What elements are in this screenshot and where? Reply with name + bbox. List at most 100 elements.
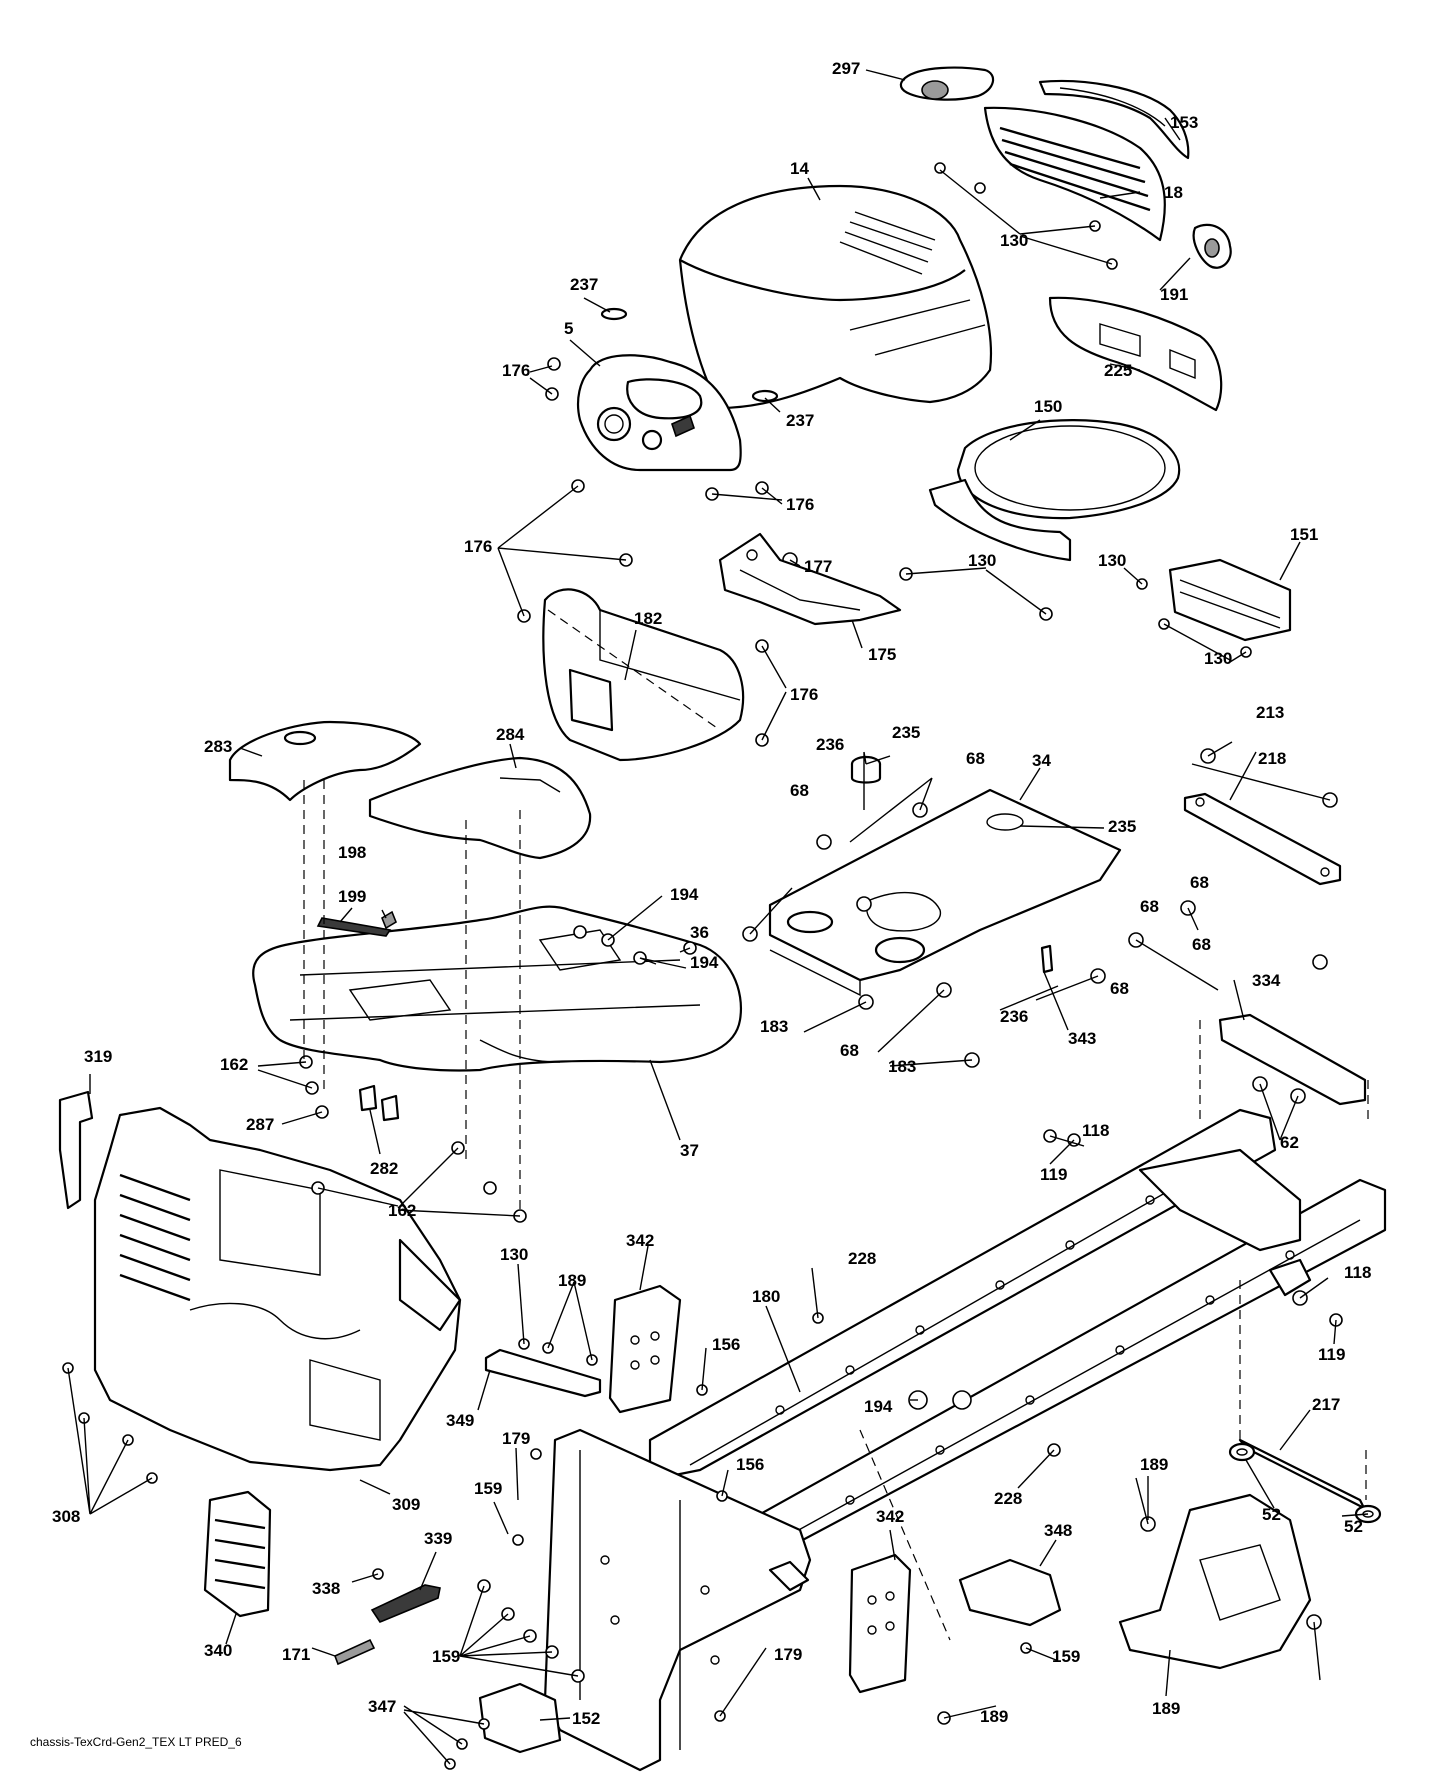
callout-label: 189 [1152, 1699, 1180, 1718]
callout-label: 236 [1000, 1007, 1028, 1026]
part-dash-panel-5 [576, 354, 742, 472]
callout-label: 348 [1044, 1521, 1072, 1540]
callout-label: 118 [1344, 1263, 1371, 1282]
callout-label: 14 [790, 159, 809, 178]
part-emblem-297 [899, 66, 995, 101]
callout-label: 18 [1164, 183, 1183, 202]
callout-label: 176 [786, 495, 814, 514]
callout-label: 235 [892, 723, 920, 742]
part-lower-dash-182 [542, 588, 745, 762]
callout-label: 5 [564, 319, 573, 338]
part-bar-349 [484, 1348, 602, 1398]
part-knob-191 [1192, 223, 1232, 269]
callout-label: 68 [1140, 897, 1159, 916]
callout-label: 130 [1000, 231, 1028, 250]
callout-label: 130 [500, 1245, 528, 1264]
callout-label: 194 [690, 953, 719, 972]
callout-label: 159 [432, 1647, 460, 1666]
part-bracket-151 [1168, 558, 1292, 642]
callout-label: 340 [204, 1641, 232, 1660]
callout-label: 237 [786, 411, 814, 430]
part-fender-cover-283 [228, 720, 422, 802]
callout-label: 180 [752, 1287, 780, 1306]
callout-label: 284 [496, 725, 525, 744]
callout-label: 68 [790, 781, 809, 800]
part-spring-171 [333, 1638, 376, 1666]
callout-label: 68 [840, 1041, 859, 1060]
callout-label: 308 [52, 1507, 80, 1526]
callout-label: 297 [832, 59, 860, 78]
part-plate-342-upper [608, 1284, 682, 1414]
part-grille-insert-340 [203, 1490, 272, 1618]
part-bracket-334 [1218, 1013, 1367, 1106]
callout-label: 183 [888, 1057, 916, 1076]
callout-label: 191 [1160, 285, 1188, 304]
callout-label: 176 [790, 685, 818, 704]
part-lever-339 [370, 1584, 441, 1623]
callout-label: 189 [980, 1707, 1008, 1726]
callout-label: 37 [680, 1141, 699, 1160]
part-front-bumper-225 [1048, 296, 1223, 412]
callout-label: 334 [1252, 971, 1281, 990]
part-fender-37 [252, 905, 743, 1072]
callout-label: 151 [1290, 525, 1318, 544]
callout-label: 309 [392, 1495, 420, 1514]
callout-label: 159 [474, 1479, 502, 1498]
callout-label: 162 [388, 1201, 416, 1220]
callout-label: 283 [204, 737, 232, 756]
callout-label: 343 [1068, 1029, 1096, 1048]
callout-label: 282 [370, 1159, 398, 1178]
part-bracket-319 [58, 1090, 94, 1210]
callout-label: 339 [424, 1529, 452, 1548]
callout-label: 52 [1344, 1517, 1363, 1536]
callout-label: 194 [670, 885, 699, 904]
callout-label: 198 [338, 843, 366, 862]
callout-label: 36 [690, 923, 709, 942]
callout-label: 34 [1032, 751, 1051, 770]
callout-label: 338 [312, 1579, 340, 1598]
callout-label: 199 [338, 887, 366, 906]
callout-label: 130 [968, 551, 996, 570]
callout-label: 68 [1190, 873, 1209, 892]
callout-label: 156 [736, 1455, 764, 1474]
callout-label: 52 [1262, 1505, 1281, 1524]
callout-label: 177 [804, 557, 832, 576]
callout-label: 179 [774, 1645, 802, 1664]
callout-label: 235 [1108, 817, 1136, 836]
part-rod-217 [1238, 1438, 1366, 1510]
part-clip-343 [1040, 944, 1054, 974]
callout-label: 225 [1104, 361, 1132, 380]
callout-label: 287 [246, 1115, 274, 1134]
callout-label: 159 [1052, 1647, 1080, 1666]
part-hood-pan-150 [928, 419, 1181, 562]
callout-label: 228 [848, 1249, 876, 1268]
part-cross-member [1138, 1148, 1312, 1297]
part-cover-152 [1118, 1493, 1312, 1670]
callout-label: 150 [1034, 397, 1062, 416]
callout-label: 218 [1258, 749, 1286, 768]
callout-label: 130 [1204, 649, 1232, 668]
part-front-frame [543, 1428, 812, 1772]
callout-label: 68 [1110, 979, 1129, 998]
callout-labels: 297 153 18 14 130 191 237 5 176 237 225 … [52, 59, 1371, 1728]
part-rear-panel-309 [93, 1106, 462, 1472]
part-plate-342-lower [848, 1553, 912, 1694]
callout-label: 182 [634, 609, 662, 628]
part-lens-237-upper [600, 307, 628, 321]
callout-label: 319 [84, 1047, 112, 1066]
callout-label: 130 [1098, 551, 1126, 570]
callout-label: 176 [464, 537, 492, 556]
leader-lines [67, 69, 1369, 1765]
callout-label: 62 [1280, 1133, 1299, 1152]
callout-label: 228 [994, 1489, 1022, 1508]
callout-label: 179 [502, 1429, 530, 1448]
callout-label: 156 [712, 1335, 740, 1354]
diagram-caption: chassis-TexCrd-Gen2_TEX LT PRED_6 [30, 1735, 242, 1749]
callout-label: 119 [1040, 1165, 1067, 1184]
callout-label: 237 [570, 275, 598, 294]
callout-label: 342 [876, 1507, 904, 1526]
part-clips-282 [358, 1084, 400, 1122]
callout-label: 68 [1192, 935, 1211, 954]
part-grille-trim-153 [1038, 79, 1190, 160]
